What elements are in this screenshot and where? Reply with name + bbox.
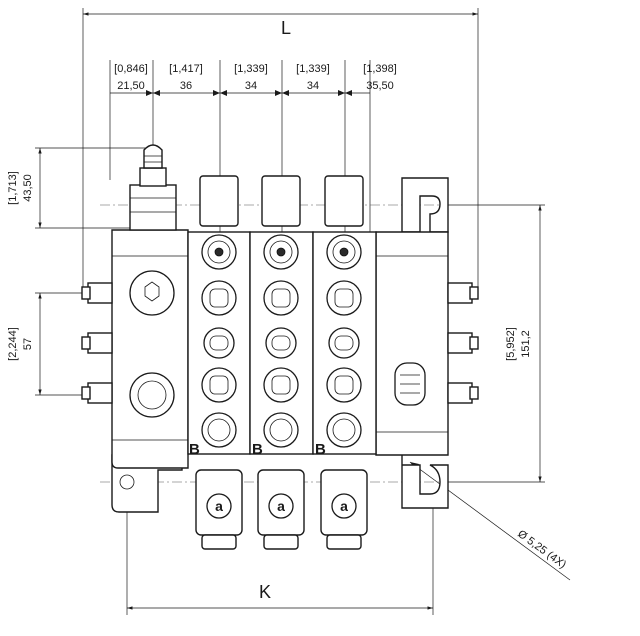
dimension-L-label: L [281,18,291,38]
valve-body [81,144,479,513]
handle-logo-icon: a [215,498,223,514]
port-b-label: B [252,441,263,458]
dimension-K: K [126,495,434,615]
relief-valve-body [129,184,177,231]
top-chain-dimensions: [0,846] 21,50 [1,417] 36 [1,339] 34 [1,3… [109,60,397,240]
port-b-label: B [315,441,326,458]
dim-2-inch: [1,417] [169,63,203,75]
port-b-label: B [189,441,200,458]
spool-section-1: B a [187,175,251,550]
left-dim-1-inch: [1,713] [7,171,19,205]
left-foot-slot [119,474,135,490]
hole-note: Ø 5,25 (4X) [409,461,571,581]
outlet-block [375,231,449,456]
dim-1-mm: 21,50 [117,80,145,92]
right-top-foot [401,177,449,233]
dim-4-inch: [1,339] [296,63,330,75]
right-dim-mm: 151,2 [520,330,532,358]
handle-logo-icon: a [277,498,285,514]
dim-3-mm: 34 [245,80,257,92]
dim-3-inch: [1,339] [234,63,268,75]
spool-section-2: B a [249,175,314,550]
handle-logo-icon: a [340,498,348,514]
dim-5-inch: [1,398] [363,63,397,75]
dim-5-mm: 35,50 [366,80,394,92]
left-dim-1-mm: 43,50 [22,174,34,202]
dim-4-mm: 34 [307,80,319,92]
dim-1-inch: [0,846] [114,63,148,75]
hole-note-label: Ø 5,25 (4X) [515,528,568,571]
inlet-port [129,270,175,316]
tank-port [394,362,426,406]
inlet-block [111,229,189,469]
relief-valve-cap [143,144,163,169]
left-tie-bolts [81,282,113,404]
left-dim-2-inch: [2,244] [7,327,19,361]
spool-section-3: B a [312,175,377,550]
left-dimensions: [1,713] 43,50 [2,244] 57 [7,147,150,396]
right-bottom-foot [401,452,449,509]
relief-valve-nut [139,167,167,187]
left-dim-2-mm: 57 [22,338,34,350]
right-dimension: [5,952] 151,2 [440,204,545,483]
dimension-K-label: K [259,582,271,602]
right-dim-inch: [5,952] [505,327,517,361]
right-tie-bolts [447,282,479,404]
dimension-L: L [82,8,479,295]
dim-2-mm: 36 [180,80,192,92]
left-mounting-foot [111,454,183,513]
outlet-port [129,372,175,418]
